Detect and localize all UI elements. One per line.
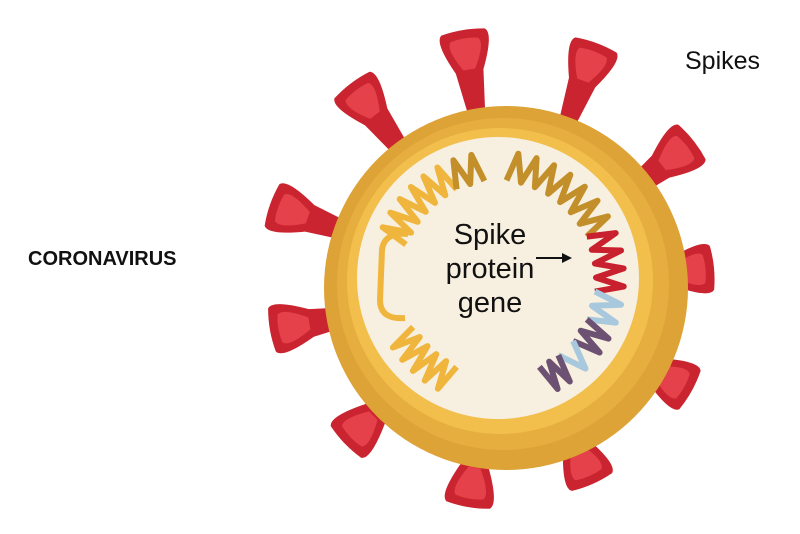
rna-segment [450, 151, 488, 190]
rna-segment [379, 164, 459, 247]
gene-label-line: Spike [453, 219, 527, 251]
spikes-label: Spikes [685, 47, 761, 75]
spike-protein [556, 37, 618, 137]
spike-protein [334, 71, 415, 165]
rna-segment [556, 339, 589, 372]
arrow-icon [536, 253, 572, 263]
rna-strand [376, 150, 627, 392]
spike-protein-gene-label: Spike protein gene [420, 218, 560, 320]
rna-segment [586, 288, 625, 326]
rna-segment [586, 230, 627, 295]
diagram-title: CORONAVIRUS [28, 248, 177, 270]
rna-segment [389, 324, 459, 392]
spike-protein [439, 28, 489, 127]
gene-label-line: protein [445, 253, 535, 285]
rna-segment [537, 353, 573, 392]
gene-label-line: gene [457, 287, 523, 319]
rna-segment [503, 150, 611, 239]
rna-segment [571, 317, 612, 356]
